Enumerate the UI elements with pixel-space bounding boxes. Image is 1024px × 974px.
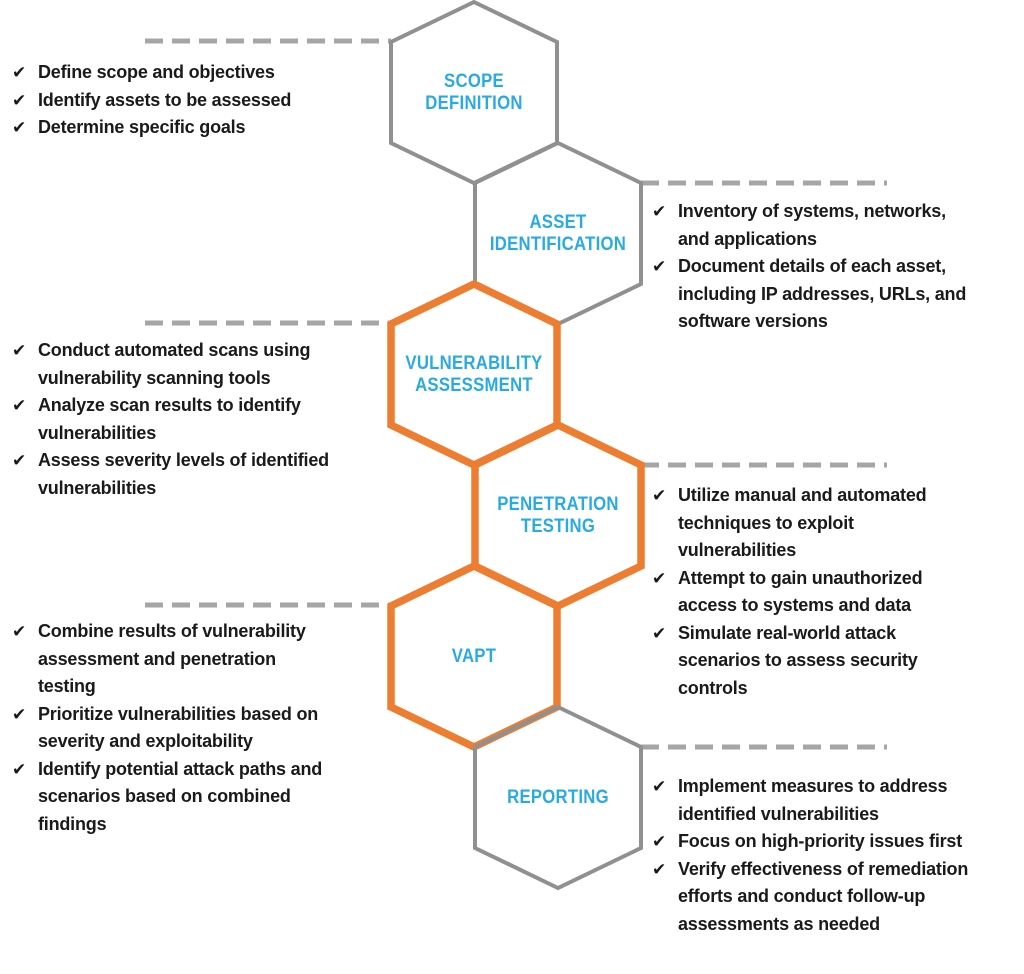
list-item: ✔ Analyze scan results to identify vulne… (12, 392, 432, 447)
checklist-scope-definition: ✔ Define scope and objectives ✔ Identify… (12, 59, 432, 142)
hexagon-reporting (473, 704, 643, 891)
list-item-text: Inventory of systems, networks, and appl… (678, 201, 946, 249)
list-item-text: Identify potential attack paths and scen… (38, 758, 323, 834)
check-icon: ✔ (12, 118, 27, 137)
stage-label-scope-definition: SCOPE DEFINITION (425, 71, 523, 114)
check-icon: ✔ (652, 623, 667, 643)
list-item: ✔ Utilize manual and automated technique… (652, 482, 1024, 565)
checklist-vapt: ✔ Combine results of vulnerability asses… (12, 618, 432, 838)
checklist-vulnerability-assessment: ✔ Conduct automated scans using vulnerab… (12, 337, 432, 502)
stage-label-asset-identification: ASSET IDENTIFICATION (489, 212, 627, 255)
list-item: ✔ Verify effectiveness of remediation ef… (652, 856, 1024, 939)
list-item-text: Implement measures to address identified… (678, 776, 948, 824)
checklist-asset-identification: ✔ Inventory of systems, networks, and ap… (652, 198, 1024, 336)
list-item: ✔ Identify potential attack paths and sc… (12, 756, 432, 839)
list-item-text: Focus on high-priority issues first (678, 831, 963, 851)
check-icon: ✔ (12, 90, 27, 110)
list-item-text: Assess severity levels of identified vul… (38, 450, 329, 498)
checklist-penetration-testing: ✔ Utilize manual and automated technique… (652, 482, 1024, 702)
list-item: ✔ Focus on high-priority issues first (652, 828, 1024, 856)
list-item: ✔ Define scope and objectives (12, 59, 432, 87)
check-icon: ✔ (652, 486, 667, 505)
list-item: ✔ Prioritize vulnerabilities based on se… (12, 701, 432, 756)
check-icon: ✔ (12, 759, 27, 779)
list-item: ✔ Implement measures to address identifi… (652, 773, 1024, 828)
check-icon: ✔ (12, 451, 27, 470)
list-item: ✔ Identify assets to be assessed (12, 87, 432, 115)
check-icon: ✔ (12, 63, 27, 82)
list-item-text: Document details of each asset, includin… (678, 256, 967, 331)
list-item-text: Prioritize vulnerabilities based on seve… (38, 703, 319, 752)
check-icon: ✔ (652, 832, 667, 851)
list-item: ✔ Assess severity levels of identified v… (12, 447, 432, 502)
check-icon: ✔ (12, 622, 27, 641)
list-item: ✔ Conduct automated scans using vulnerab… (12, 337, 432, 392)
list-item-text: Verify effectiveness of remediation effo… (678, 858, 969, 934)
stage-label-vulnerability-assessment: VULNERABILITY ASSESSMENT (405, 353, 543, 396)
list-item-text: Identify assets to be assessed (38, 89, 292, 110)
checklist-reporting: ✔ Implement measures to address identifi… (652, 773, 1024, 938)
check-icon: ✔ (12, 704, 27, 724)
stage-label-penetration-testing: PENETRATION TESTING (497, 494, 619, 537)
list-item: ✔ Inventory of systems, networks, and ap… (652, 198, 1024, 253)
list-item: ✔ Combine results of vulnerability asses… (12, 618, 432, 701)
list-item-text: Combine results of vulnerability assessm… (38, 621, 306, 696)
list-item-text: Analyze scan results to identify vulnera… (38, 395, 301, 443)
stage-label-reporting: REPORTING (507, 787, 609, 808)
list-item-text: Define scope and objectives (38, 62, 275, 82)
check-icon: ✔ (12, 341, 27, 360)
check-icon: ✔ (652, 202, 667, 221)
check-icon: ✔ (652, 568, 667, 588)
check-icon: ✔ (652, 859, 667, 879)
list-item-text: Utilize manual and automated techniques … (678, 485, 927, 560)
stage-label-vapt: VAPT (451, 646, 497, 667)
check-icon: ✔ (12, 396, 27, 415)
list-item: ✔ Attempt to gain unauthorized access to… (652, 565, 1024, 620)
list-item-text: Conduct automated scans using vulnerabil… (38, 340, 311, 388)
check-icon: ✔ (652, 257, 667, 276)
list-item-text: Attempt to gain unauthorized access to s… (678, 567, 923, 616)
check-icon: ✔ (652, 777, 667, 796)
list-item-text: Simulate real-world attack scenarios to … (678, 622, 918, 698)
list-item: ✔ Document details of each asset, includ… (652, 253, 1024, 336)
list-item-text: Determine specific goals (38, 117, 246, 137)
list-item: ✔ Simulate real-world attack scenarios t… (652, 620, 1024, 703)
list-item: ✔ Determine specific goals (12, 114, 432, 142)
